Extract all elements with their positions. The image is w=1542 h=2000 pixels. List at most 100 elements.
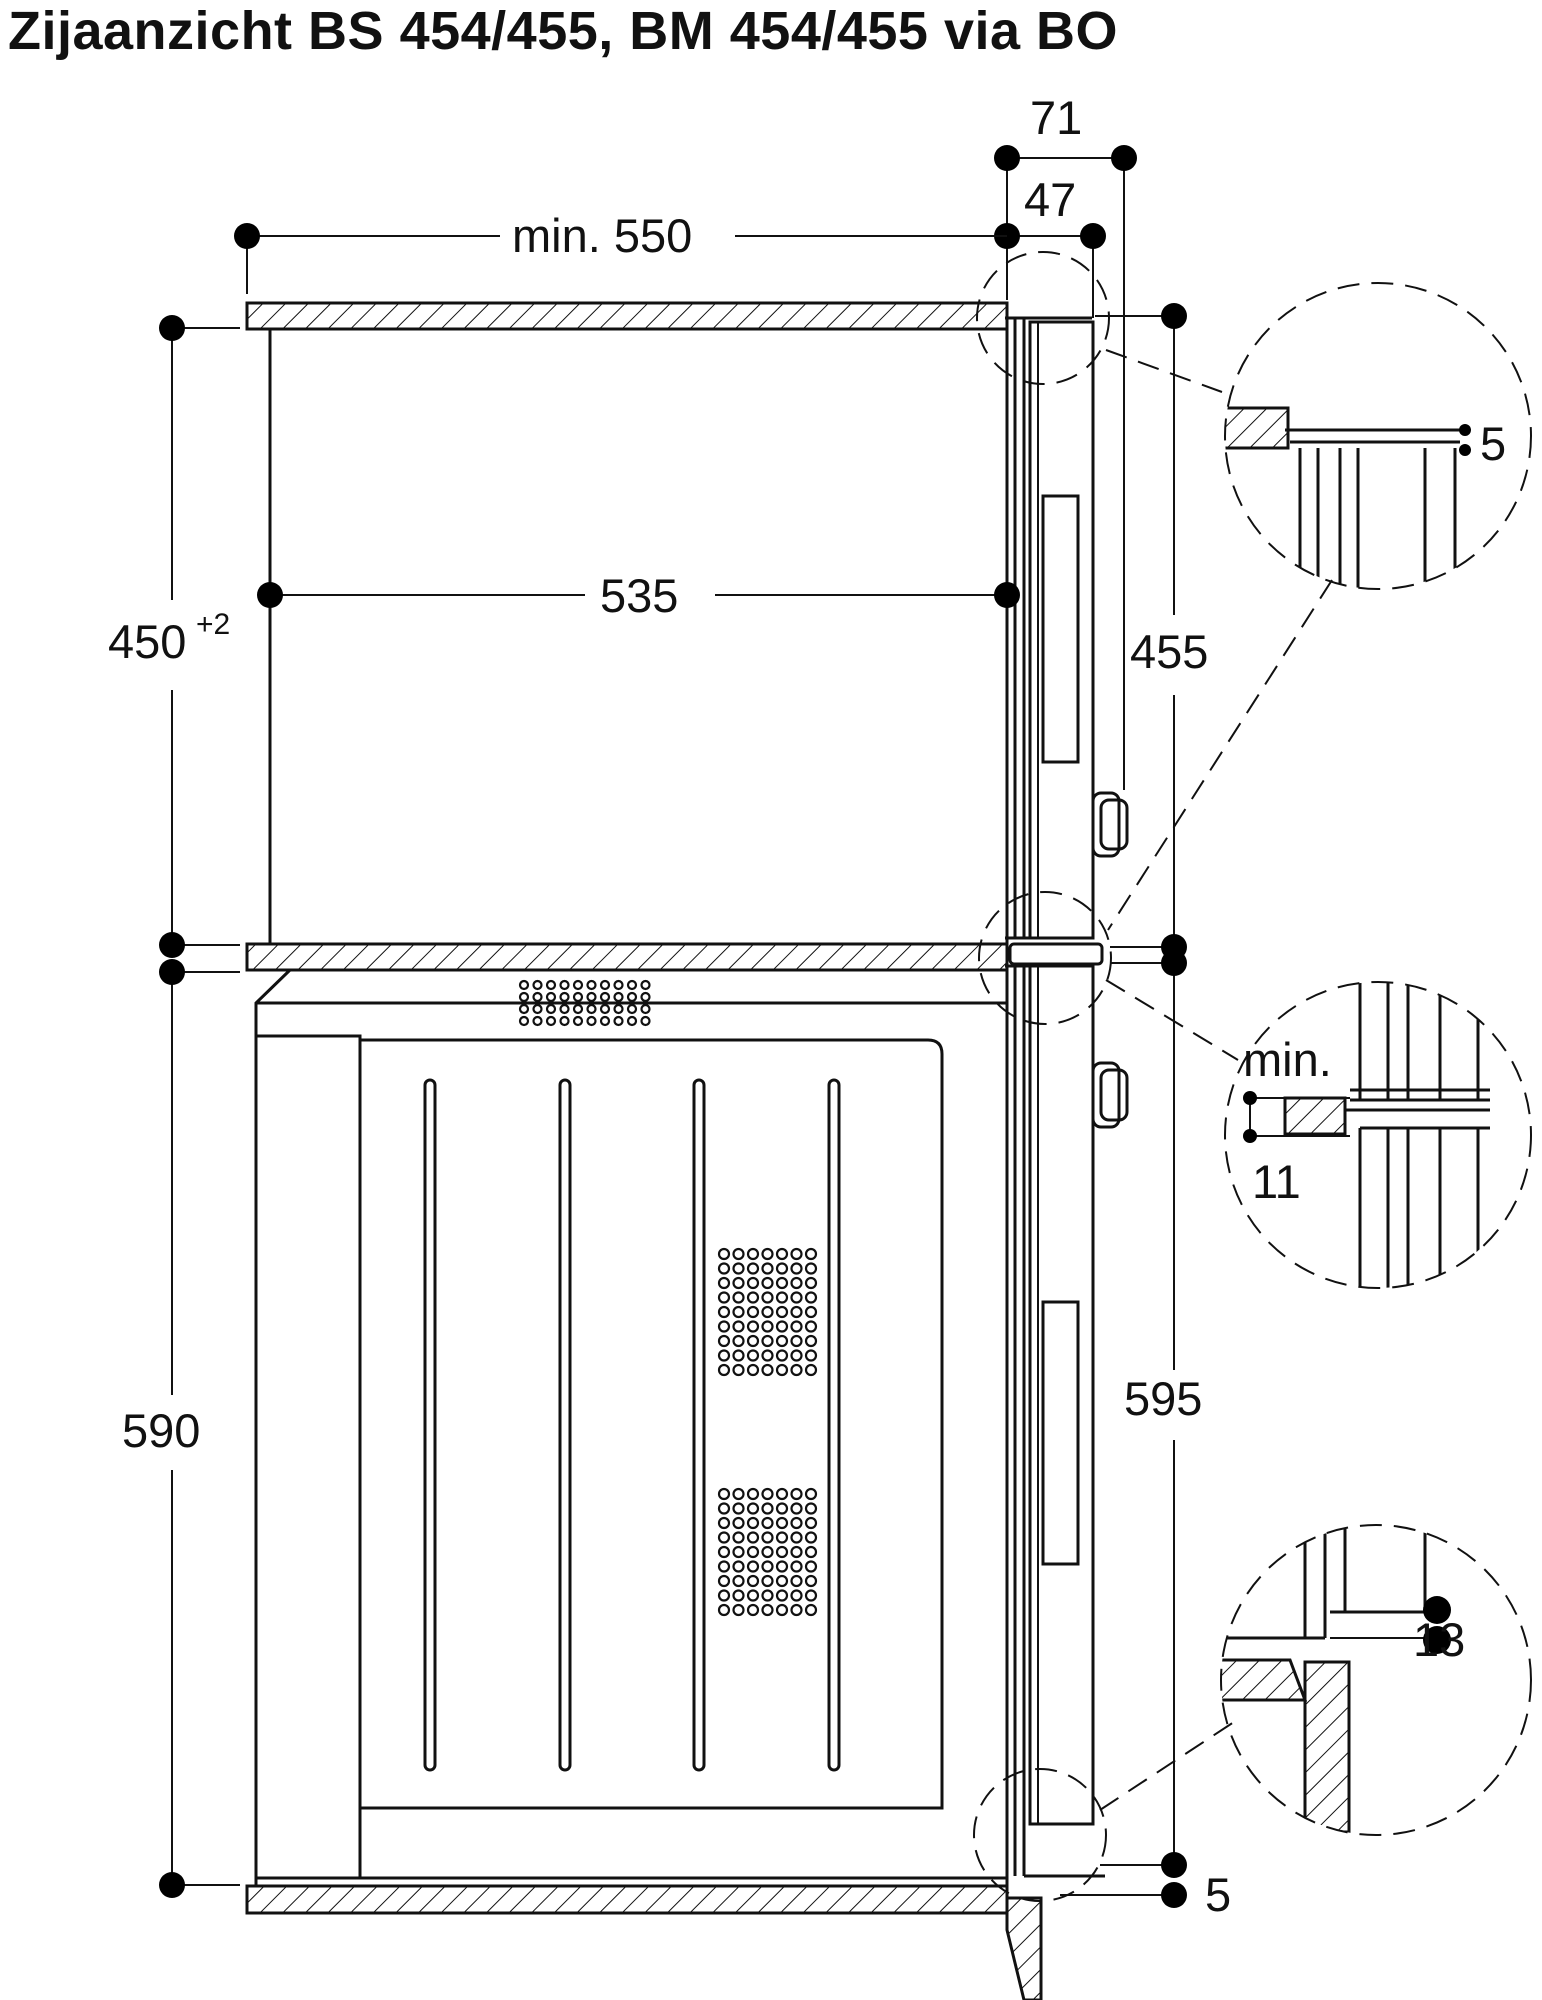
vent-hole: [572, 1015, 584, 1027]
vent-hole: [717, 1603, 731, 1617]
vent-hole: [732, 1305, 745, 1319]
vent-hole: [717, 1276, 731, 1290]
vent-hole: [790, 1334, 803, 1348]
vent-hole: [613, 991, 624, 1003]
label-450-tolerance: +2: [196, 608, 230, 641]
vent-hole: [626, 979, 638, 991]
vent-hole: [559, 1015, 570, 1027]
vent-hole: [640, 1015, 651, 1027]
vent-hole: [717, 1320, 731, 1333]
vent-hole: [804, 1487, 818, 1501]
vent-hole: [746, 1291, 760, 1304]
vent-hole: [775, 1545, 789, 1559]
vent-hole: [746, 1545, 760, 1559]
upper-unit-front: [1005, 316, 1129, 940]
vent-hole: [761, 1516, 774, 1530]
vent-hole: [626, 1015, 638, 1027]
page-title: Zijaanzicht BS 454/455, BM 454/455 via B…: [8, 1, 1119, 61]
vent-hole: [613, 979, 624, 991]
vent-hole: [717, 1291, 731, 1304]
vent-hole: [804, 1502, 818, 1515]
vent-hole: [804, 1545, 818, 1559]
vent-hole: [790, 1589, 803, 1602]
oven-back-vent-lower: [717, 1487, 818, 1617]
vent-hole: [775, 1305, 789, 1319]
detail-bottom-label: 13: [1413, 1613, 1465, 1666]
vent-hole: [746, 1516, 760, 1530]
vent-hole: [761, 1531, 774, 1544]
middle-shelf: [245, 942, 1009, 972]
vent-hole: [804, 1320, 818, 1333]
vent-hole: [790, 1502, 803, 1515]
callout-markers: [973, 251, 1333, 1902]
vent-hole: [775, 1262, 789, 1275]
label-595: 595: [1124, 1372, 1202, 1425]
vent-hole: [775, 1247, 789, 1261]
top-shelf: [245, 301, 1009, 331]
vent-hole: [746, 1262, 760, 1275]
vent-hole: [761, 1545, 774, 1559]
lower-unit-front: [1005, 936, 1129, 2000]
vent-hole: [717, 1334, 731, 1348]
vent-hole: [775, 1276, 789, 1290]
detail-middle-value-label: 11: [1252, 1155, 1301, 1208]
vent-hole: [732, 1574, 745, 1588]
vent-hole: [613, 1015, 624, 1027]
vent-hole: [599, 1003, 611, 1015]
oven-unit: [254, 968, 1009, 1886]
detail-middle-min-label: min.: [1243, 1033, 1332, 1086]
oven-top-vent: [518, 979, 651, 1027]
vent-hole: [790, 1516, 803, 1530]
vent-hole: [804, 1349, 818, 1362]
label-bottom-5: 5: [1205, 1868, 1231, 1921]
vent-hole: [761, 1363, 774, 1377]
vent-hole: [732, 1589, 745, 1602]
vent-hole: [746, 1502, 760, 1515]
vent-hole: [559, 1003, 570, 1015]
vent-hole: [532, 1003, 543, 1015]
vent-hole: [790, 1545, 803, 1559]
label-535: 535: [600, 569, 678, 622]
vent-hole: [761, 1262, 774, 1275]
vent-hole: [775, 1320, 789, 1333]
vent-hole: [746, 1487, 760, 1501]
vent-hole: [717, 1516, 731, 1530]
vent-hole: [732, 1320, 745, 1333]
vent-hole: [518, 1015, 530, 1027]
vent-hole: [732, 1487, 745, 1501]
vent-hole: [790, 1305, 803, 1319]
vent-hole: [775, 1363, 789, 1377]
vent-hole: [732, 1603, 745, 1617]
vent-hole: [545, 1003, 557, 1015]
vent-hole: [732, 1560, 745, 1573]
vent-hole: [732, 1334, 745, 1348]
vent-hole: [804, 1334, 818, 1348]
vent-hole: [746, 1574, 760, 1588]
vent-hole: [746, 1560, 760, 1573]
vent-hole: [732, 1516, 745, 1530]
vent-hole: [804, 1363, 818, 1377]
vent-hole: [626, 1003, 638, 1015]
label-min-550: min. 550: [512, 209, 692, 262]
vent-hole: [804, 1589, 818, 1602]
vent-hole: [586, 979, 597, 991]
vent-hole: [732, 1276, 745, 1290]
vent-hole: [559, 991, 570, 1003]
vent-hole: [790, 1262, 803, 1275]
vent-hole: [640, 991, 651, 1003]
label-47: 47: [1024, 173, 1076, 226]
vent-hole: [717, 1262, 731, 1275]
vent-hole: [572, 991, 584, 1003]
vent-hole: [790, 1531, 803, 1544]
vent-hole: [717, 1247, 731, 1261]
vent-hole: [746, 1531, 760, 1544]
vent-hole: [761, 1349, 774, 1362]
vent-hole: [732, 1545, 745, 1559]
vent-hole: [717, 1574, 731, 1588]
vent-hole: [761, 1574, 774, 1588]
vent-hole: [790, 1487, 803, 1501]
vent-hole: [761, 1589, 774, 1602]
label-590: 590: [122, 1404, 200, 1457]
vent-hole: [761, 1502, 774, 1515]
